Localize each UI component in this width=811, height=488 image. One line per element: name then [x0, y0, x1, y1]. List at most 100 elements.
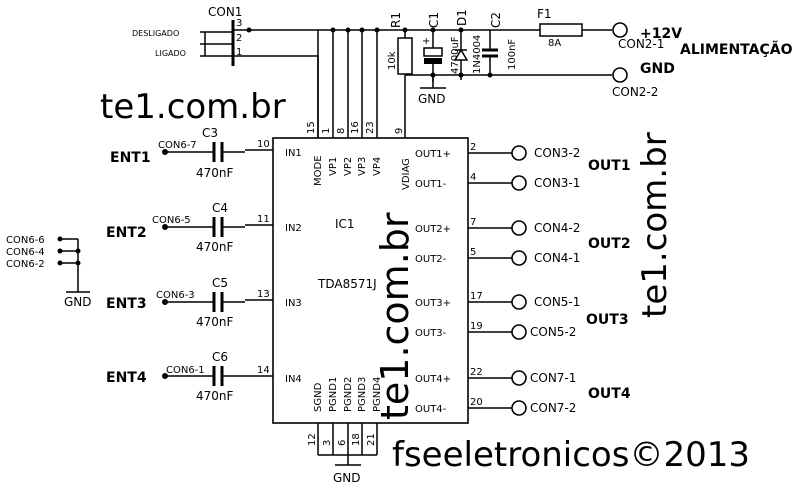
label-alimentacao: ALIMENTAÇÃO — [680, 41, 793, 58]
pin-label-pgnd2: PGND2 — [343, 377, 354, 412]
label-ent4: ENT4 — [106, 370, 147, 386]
label-con5-1: CON5-1 — [534, 295, 580, 309]
pin-number-12: 12 — [307, 433, 318, 446]
ic-top-pins: 15 1 8 16 23 9 MODE VP1 VP2 VP3 VP4 VDIA… — [306, 30, 412, 190]
terminal-con4-2 — [511, 220, 527, 236]
label-ent3: ENT3 — [106, 296, 147, 312]
label-ent1: ENT1 — [110, 150, 151, 166]
pin-label-pgnd1: PGND1 — [328, 377, 339, 412]
pin-number-9: 9 — [394, 128, 405, 134]
terminal-con3-2 — [511, 145, 527, 161]
ic-left-pins: 10 11 13 14 IN1 IN2 IN3 IN4 — [245, 139, 302, 385]
pin-label-in3: IN3 — [285, 298, 302, 309]
ligado-label: LIGADO — [155, 49, 186, 58]
watermark-left: te1.com.br — [100, 87, 286, 127]
pin-number-17: 17 — [470, 291, 483, 302]
pin-number-14: 14 — [257, 365, 270, 376]
pin-number-23: 23 — [365, 121, 376, 134]
terminal-con5-1 — [511, 294, 527, 310]
label-c3: C3 — [202, 126, 218, 140]
watermark-right: te1.com.br — [635, 132, 675, 318]
pin-number-18: 18 — [351, 433, 362, 446]
pin-label-mode: MODE — [313, 155, 324, 186]
watermark-center: te1.com.br — [373, 212, 417, 420]
con6-ground-group: CON6-6 CON6-4 CON6-2 GND — [6, 235, 92, 309]
pin-label-vdiag: VDIAG — [401, 158, 412, 190]
label-out4: OUT4 — [588, 386, 631, 402]
pin-number-20: 20 — [470, 397, 483, 408]
label-con2-1: CON2-1 — [618, 37, 664, 51]
label-con2-2: CON2-2 — [612, 85, 658, 99]
label-con3-2: CON3-2 — [534, 146, 580, 160]
ic-bottom-pins: GND 12 3 6 18 21 SGND PGND1 PGND2 PGND3 … — [307, 377, 383, 485]
ic-part: TDA8571J — [317, 277, 377, 291]
pin-number-1: 1 — [321, 128, 332, 134]
label-con7-1: CON7-1 — [530, 371, 576, 385]
pin-label-in1: IN1 — [285, 148, 302, 159]
label-c5: C5 — [212, 276, 228, 290]
pin-label-out4m: OUT4- — [415, 404, 447, 415]
pin-label-in4: IN4 — [285, 374, 302, 385]
pin-number-7: 7 — [470, 217, 476, 228]
label-f1: F1 — [537, 7, 552, 21]
label-r1: R1 — [389, 12, 403, 28]
label-c5-value: 470nF — [196, 315, 234, 329]
pin-number-4: 4 — [470, 172, 476, 183]
label-d1-value: 1N4004 — [472, 35, 483, 74]
pin-label-pgnd4: PGND4 — [372, 377, 383, 412]
label-d1: D1 — [455, 9, 469, 26]
output-terminals: CON3-2 CON3-1 CON4-2 CON4-1 CON5-1 CON5-… — [511, 145, 631, 416]
label-c1: C1 — [427, 12, 441, 28]
pin-number-3: 3 — [322, 440, 333, 446]
pin-label-out1m: OUT1- — [415, 179, 447, 190]
c1-plus: + — [422, 36, 430, 47]
pin-number-22: 22 — [470, 367, 483, 378]
label-ent2: ENT2 — [106, 225, 147, 241]
terminal-con2-2 — [612, 67, 628, 83]
pin-number-15: 15 — [306, 121, 317, 134]
label-c6: C6 — [212, 350, 228, 364]
label-r1-value: 10k — [387, 51, 398, 70]
pin-number-16: 16 — [350, 121, 361, 134]
watermark-copyright: fseeletronicos©2013 — [392, 435, 750, 475]
label-con6-1: CON6-1 — [166, 365, 205, 376]
pin-label-vp2: VP2 — [343, 157, 354, 176]
label-out3: OUT3 — [586, 312, 629, 328]
input-section: ENT1 ENT2 ENT3 ENT4 CON6-7 CON6-5 CON6-3… — [106, 126, 245, 403]
ic-body — [272, 137, 469, 424]
label-con4-1: CON4-1 — [534, 251, 580, 265]
label-12v: +12V — [640, 26, 682, 42]
pin-label-vp4: VP4 — [372, 157, 383, 176]
pin-number-10: 10 — [257, 139, 270, 150]
pin-label-pgnd3: PGND3 — [357, 377, 368, 412]
pin-label-in2: IN2 — [285, 223, 302, 234]
pin-number-6: 6 — [337, 440, 348, 446]
terminal-con3-1 — [511, 175, 527, 191]
pin-label-out3p: OUT3+ — [415, 298, 451, 309]
pin-label-sgnd: SGND — [313, 382, 324, 412]
label-c2-value: 100nF — [507, 39, 518, 70]
terminal-con7-2 — [511, 400, 527, 416]
label-con4-2: CON4-2 — [534, 221, 580, 235]
label-con6-4: CON6-4 — [6, 247, 45, 258]
label-con6-6: CON6-6 — [6, 235, 45, 246]
pin-number-13: 13 — [257, 289, 270, 300]
label-con6-5: CON6-5 — [152, 215, 191, 226]
ic-right-pins: 2 4 7 5 17 19 22 20 OUT1+ OUT1- OUT2+ OU… — [415, 142, 512, 415]
ic-ref: IC1 — [335, 217, 355, 231]
gnd-top-label: GND — [418, 92, 446, 106]
label-out2: OUT2 — [588, 236, 631, 252]
terminal-con7-1 — [511, 370, 527, 386]
pin-number-21: 21 — [366, 433, 377, 446]
gnd-bottom-label: GND — [333, 471, 361, 485]
pin-label-vp1: VP1 — [328, 157, 339, 176]
label-con6-3: CON6-3 — [156, 290, 195, 301]
pin-label-out3m: OUT3- — [415, 328, 447, 339]
pin-label-out2p: OUT2+ — [415, 224, 451, 235]
power-section: 3 2 1 CON1 DESLIGADO LIGADO R1 10k + C1 … — [132, 5, 793, 138]
label-c1-value: 4700uF — [450, 36, 461, 74]
label-con6-7: CON6-7 — [158, 140, 197, 151]
label-c4-value: 470nF — [196, 240, 234, 254]
con1-pin3: 3 — [236, 18, 242, 29]
